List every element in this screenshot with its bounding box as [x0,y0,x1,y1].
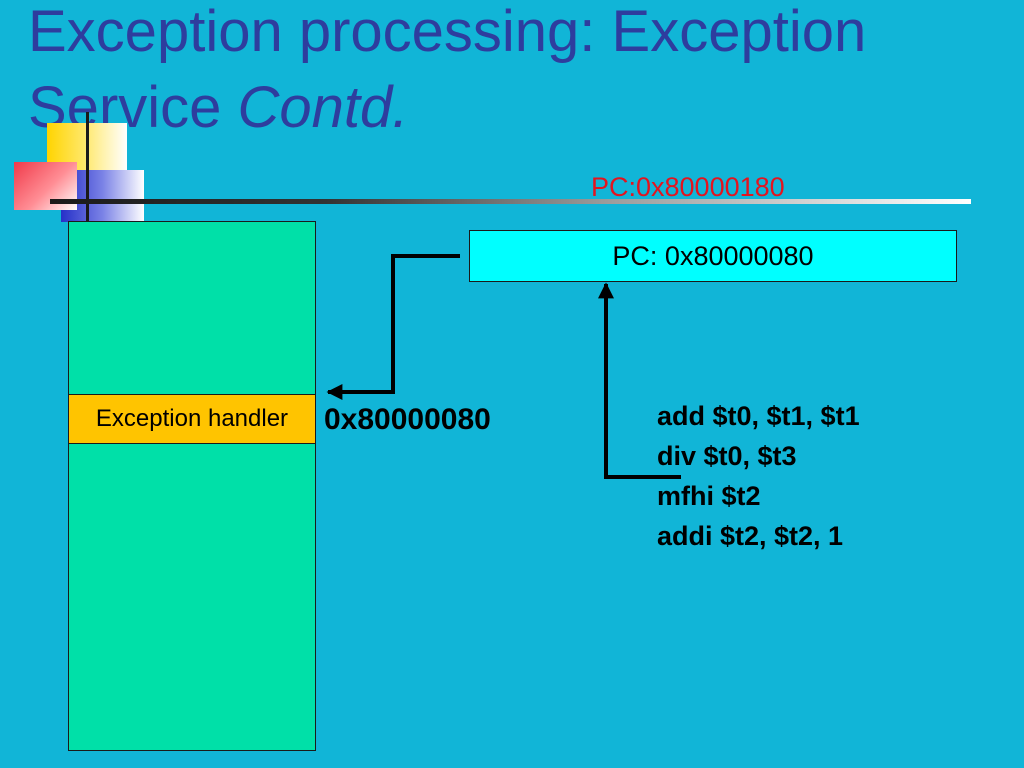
code-line: add $t0, $t1, $t1 [657,401,860,431]
code-line: mfhi $t2 [657,481,761,511]
slide-title: Exception processing: Exception Service … [28,0,988,146]
slide-title-contd: Contd. [237,75,409,140]
code-line: addi $t2, $t2, 1 [657,521,844,551]
pc-new-value: PC:0x80000180 [591,172,785,202]
slide-title-main: Exception processing: Exception Service [28,0,867,140]
handler-address: 0x80000080 [324,403,491,436]
exception-handler-label: Exception handler [95,405,289,432]
memory-block [68,221,316,751]
arrow-pc-to-handler [326,254,460,400]
arrow-code-to-pc [598,282,681,479]
code-listing: add $t0, $t1, $t1 div $t0, $t3 mfhi $t2 … [657,396,860,556]
title-divider [50,199,971,204]
pc-box: PC: 0x80000080 [469,230,957,282]
exception-handler-block: Exception handler [68,394,316,444]
logo-vertical-line [86,112,89,222]
pc-box-label: PC: 0x80000080 [612,240,814,271]
code-line: div $t0, $t3 [657,441,797,471]
